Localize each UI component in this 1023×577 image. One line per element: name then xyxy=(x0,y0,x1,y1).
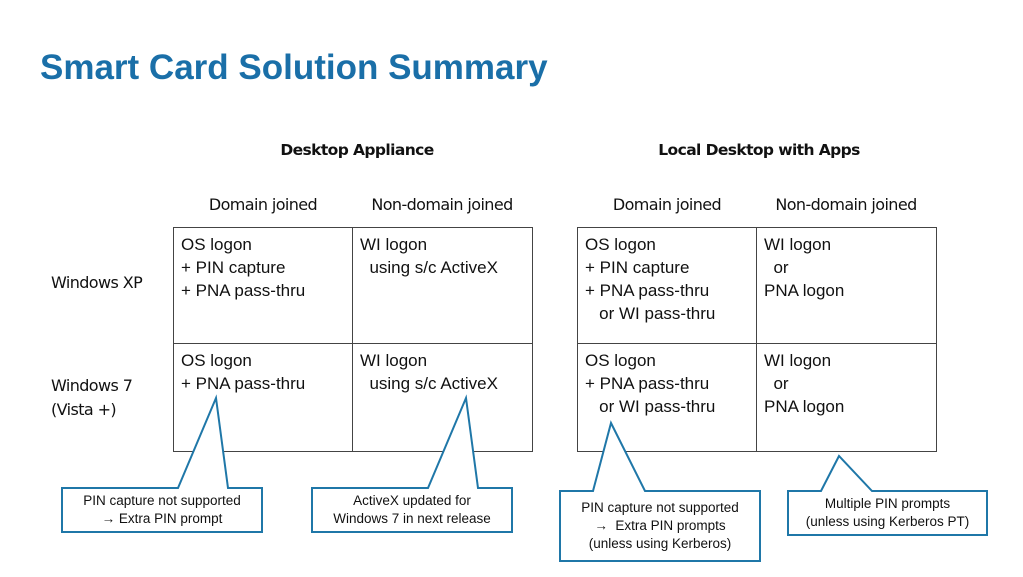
callout-2-shape xyxy=(311,394,513,533)
local-desktop-table: OS logon + PIN capture + PNA pass-thru o… xyxy=(577,227,937,452)
table-cell: WI logon using s/c ActiveX xyxy=(352,227,533,344)
callout-pin-capture-desktop: PIN capture not supported → Extra PIN pr… xyxy=(83,493,241,526)
callout-1-shape xyxy=(61,394,263,533)
table-cell: OS logon + PIN capture + PNA pass-thru o… xyxy=(577,227,757,344)
callout-activex-update: ActiveX updated for Windows 7 in next re… xyxy=(333,493,491,526)
section-header-desktop-appliance: Desktop Appliance xyxy=(280,141,434,159)
column-header-non-domain-joined: Non-domain joined xyxy=(775,195,917,214)
desktop-appliance-table: OS logon + PIN capture + PNA pass-thru W… xyxy=(173,227,533,452)
callout-pin-capture-local: PIN capture not supported → Extra PIN pr… xyxy=(581,500,739,551)
column-header-domain-joined: Domain joined xyxy=(612,195,722,214)
column-header-domain-joined: Domain joined xyxy=(208,195,318,214)
section-header-local-desktop: Local Desktop with Apps xyxy=(658,141,860,159)
callout-3-shape xyxy=(559,420,761,562)
table-cell: WI logon using s/c ActiveX xyxy=(352,343,533,452)
table-cell: OS logon + PNA pass-thru or WI pass-thru xyxy=(577,343,757,452)
slide-title: Smart Card Solution Summary xyxy=(40,48,548,87)
row-header-windows-7: Windows 7 (Vista +) xyxy=(51,376,133,419)
row-header-windows-xp: Windows XP xyxy=(51,273,143,292)
callout-multiple-pin-prompts: Multiple PIN prompts (unless using Kerbe… xyxy=(805,496,970,529)
column-header-non-domain-joined: Non-domain joined xyxy=(371,195,513,214)
table-cell: WI logon or PNA logon xyxy=(756,343,937,452)
table-cell: WI logon or PNA logon xyxy=(756,227,937,344)
table-cell: OS logon + PIN capture + PNA pass-thru xyxy=(173,227,353,344)
callout-4-shape xyxy=(787,454,988,536)
